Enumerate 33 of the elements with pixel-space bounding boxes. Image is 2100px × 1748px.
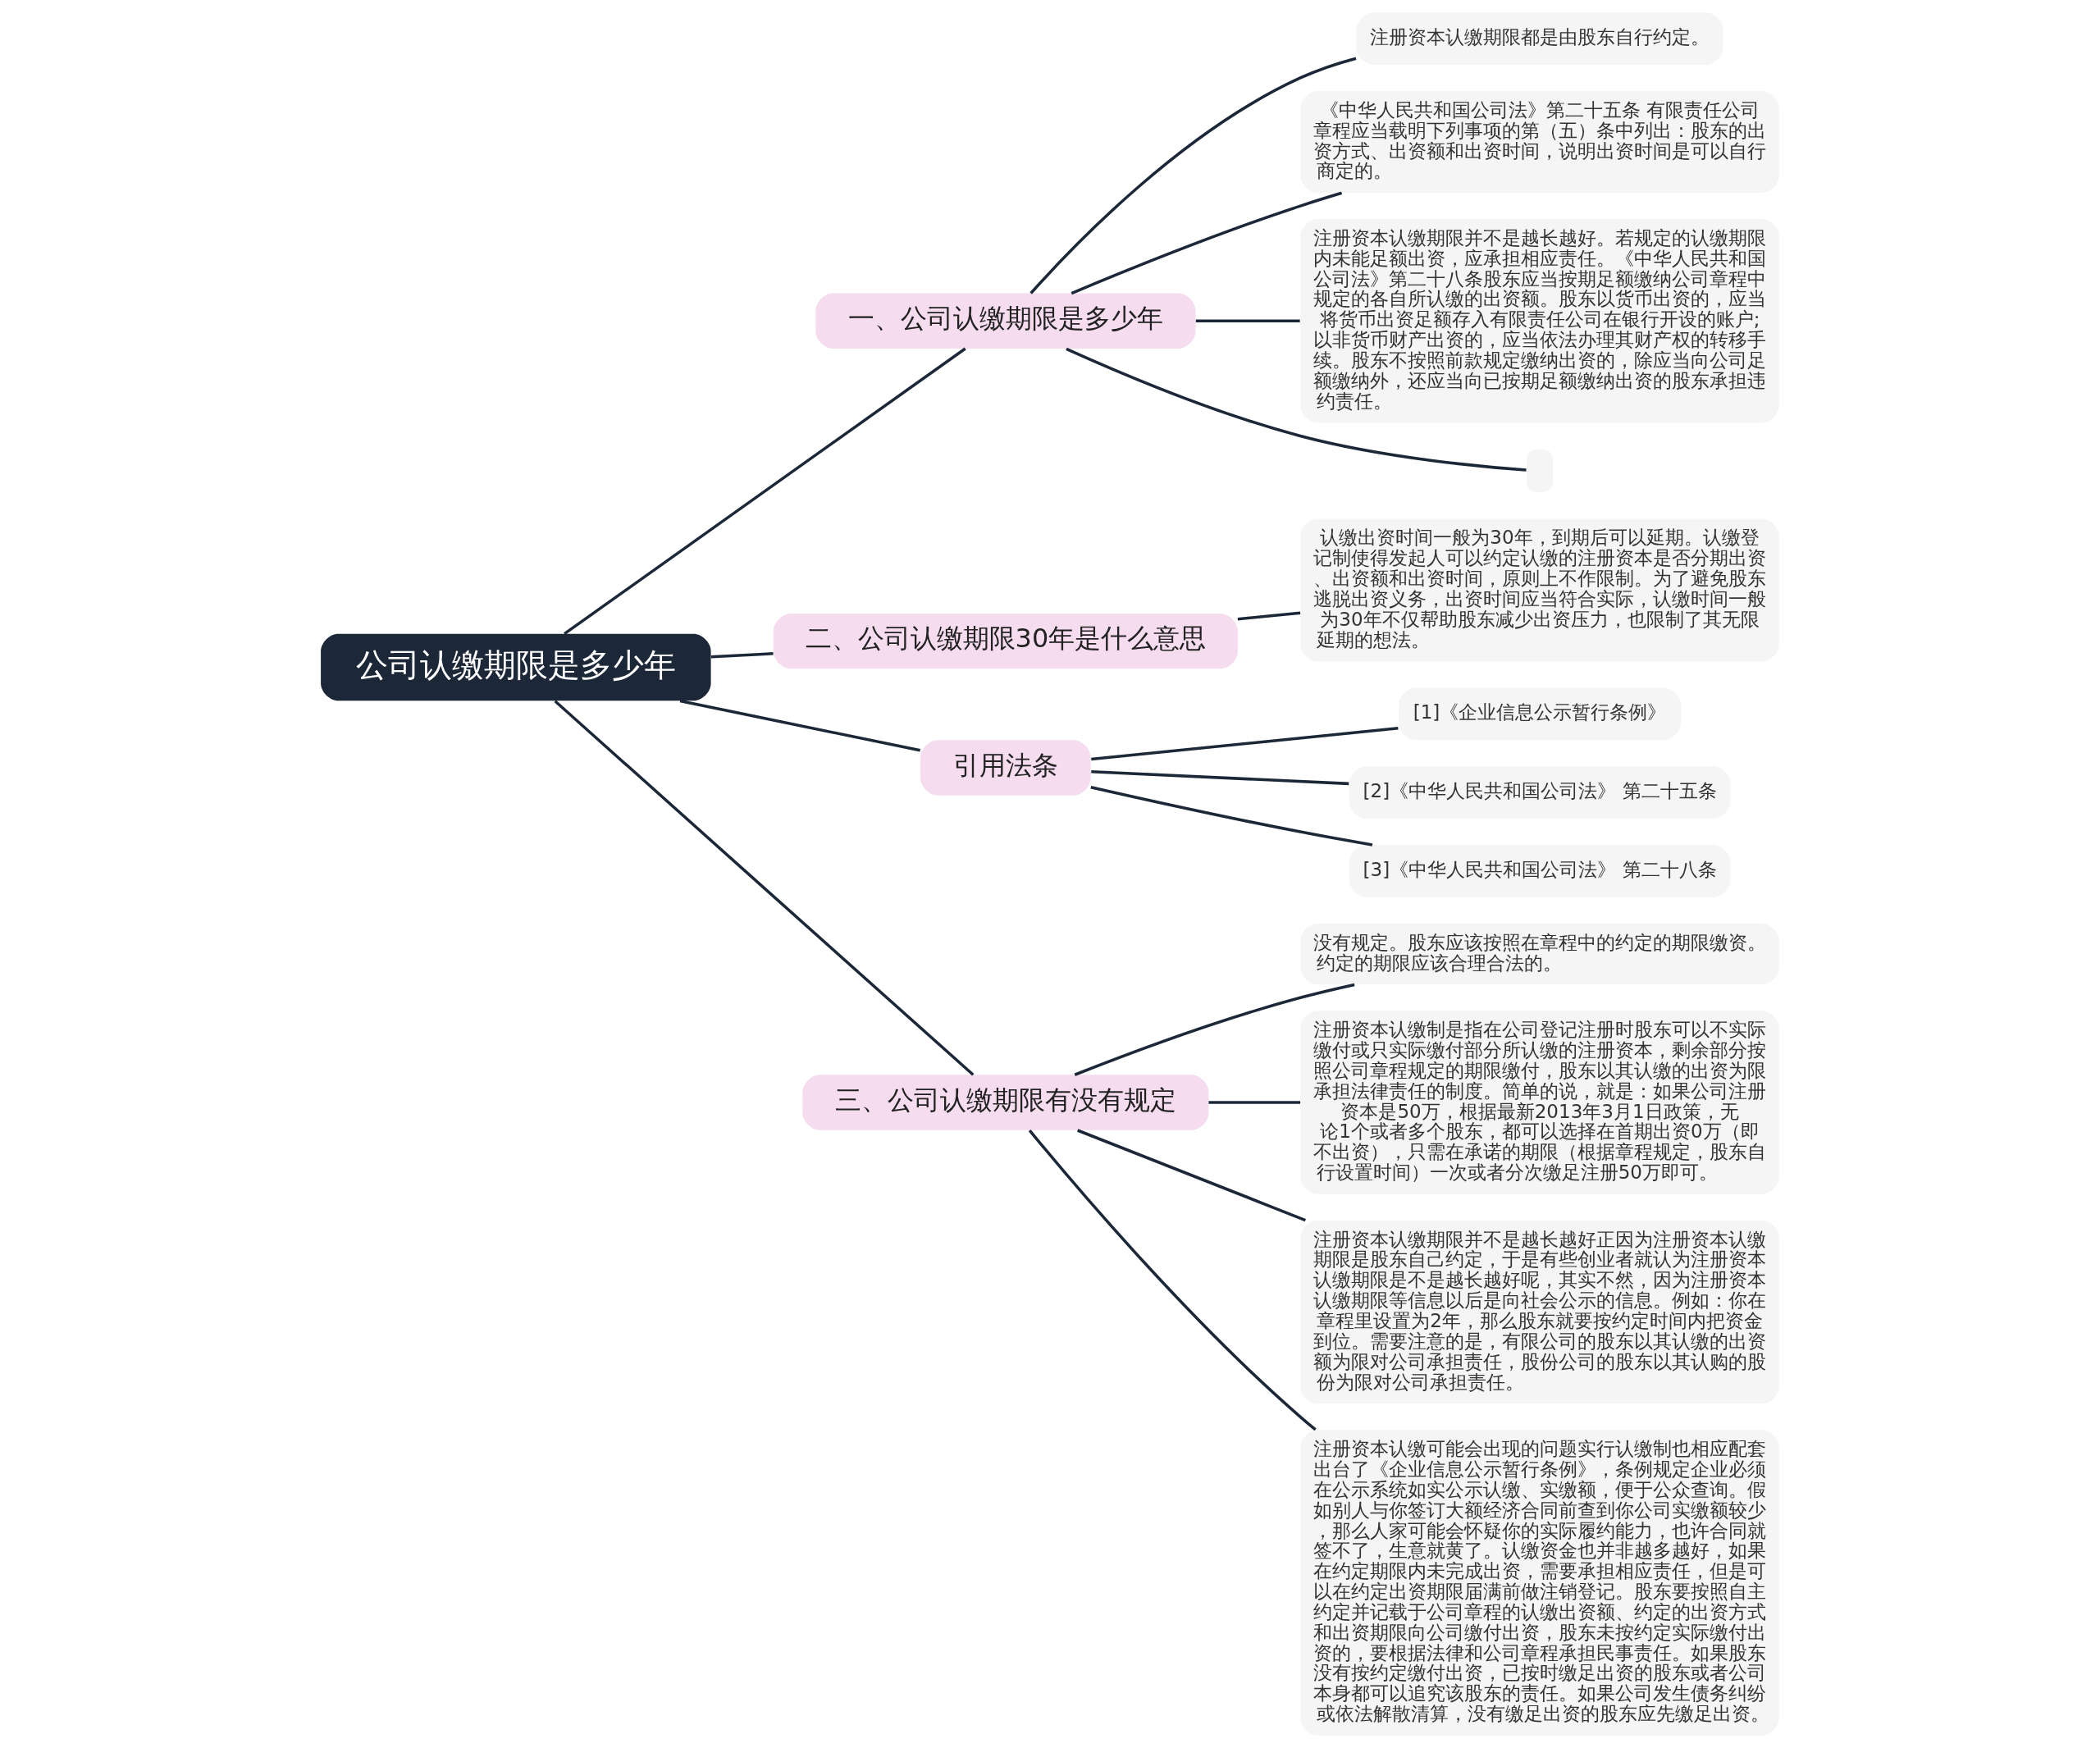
node-box: 注册资本认缴制是指在公司登记注册时股东可以不实际缴付或只实际缴付部分所认缴的注册资本，剩余部分按照公司章程规定的期限缴付，股东以其认缴的出资为限承担法律责任的制度。简单的说，就是：如果公司注册资本是50万，根据最新2013年3月1日政策，无论1个或者多个股东，都可以选择在首期出资0万（即不出资），只需在承诺的期限（根据章程规定，股东自行设置时间）一次或者分次缴足注册50万即可。 xyxy=(1300,1011,1779,1194)
node-box: 公司认缴期限是多少年 xyxy=(321,633,711,701)
connector xyxy=(1195,319,1300,323)
connector xyxy=(1029,57,1357,294)
node-box: 没有规定。股东应该按照在章程中的约定的期限缴资。约定的期限应该合理合法的。 xyxy=(1300,923,1779,985)
connector xyxy=(564,347,966,636)
node-box: [2]《中华人民共和国公司法》 第二十五条 xyxy=(1349,766,1731,819)
node-box: [3]《中华人民共和国公司法》 第二十八条 xyxy=(1349,845,1731,897)
connector xyxy=(1074,983,1355,1076)
connector xyxy=(554,700,975,1076)
node-box: 三、公司认缴期限有没有规定 xyxy=(802,1075,1209,1130)
node-box: 认缴出资时间一般为30年，到期后可以延期。认缴登记制使得发起人可以约定认缴的注册资本是否分期出资、出资额和出资时间，原则上不作限制。为了避免股东逃脱出资义务，出资时间应当符合实际，认缴时间一般为30年不仅帮助股东减少出资压力，也限制了其无限延期的想法。 xyxy=(1300,518,1779,662)
connector xyxy=(710,652,774,659)
connector xyxy=(1077,1129,1306,1222)
connector xyxy=(1071,191,1343,295)
node-box: 注册资本认缴可能会出现的问题实行认缴制也相应配套出台了《企业信息公示暂行条例》，条例规定企业必须在公示系统如实公示认缴、实缴额，便于公众查询。假如别人与你签订大额经济合同前查到你公司实缴额较少，那么人家可能会怀疑你的实际履约能力，也许合同就签不了，生意就黄了。认缴资金也并非越多越好，如果在约定期限内未完成出资，需要承担相应责任，但是可以在约定出资期限届满前做注销登记。股东要按照自主约定并记载于公司章程的认缴出资额、约定的出资方式和出资期限向公司缴付出资，股东未按约定实际缴付出资的，要根据法律和公司章程承担民事责任。如果股东没有按约定缴付出资，已按时缴足出资的股东或者公司本身都可以追究该股东的责任。如果公司发生债务纠纷或依法解散清算，没有缴足出资的股东应先缴足出资。 xyxy=(1300,1430,1779,1736)
connector xyxy=(1066,347,1527,472)
connector xyxy=(679,699,920,752)
connector xyxy=(1208,1101,1301,1104)
node-box: 注册资本认缴期限并不是越长越好。若规定的认缴期限内未能足额出资，应承担相应责任。《中华人民共和国公司法》第二十八条股东应当按期足额缴纳公司章程中规定的各自所认缴的出资额。股东以货币出资的，应当将货币出资足额存入有限责任公司在银行开设的账户;以非货币财产出资的，应当依法办理其财产权的转移手续。股东不按照前款规定缴纳出资的，除应当向公司足额缴纳外，还应当向已按期足额缴纳出资的股东承担违约责任。 xyxy=(1300,219,1779,423)
connector xyxy=(1091,769,1349,786)
node-box: [1]《企业信息公示暂行条例》 xyxy=(1398,687,1682,741)
node-box: 《中华人民共和国公司法》第二十五条 有限责任公司章程应当载明下列事项的第（五）条中列出：股东的出资方式、出资额和出资时间，说明出资时间是可以自行商定的。 xyxy=(1300,90,1779,194)
connector xyxy=(1237,611,1301,621)
node-box: 注册资本认缴期限都是由股东自行约定。 xyxy=(1356,12,1723,65)
node-box xyxy=(1527,450,1553,492)
node-box: 二、公司认缴期限30年是什么意思 xyxy=(773,613,1238,669)
node-box: 注册资本认缴期限并不是越长越好正因为注册资本认缴期限是股东自己约定，于是有些创业者就认为注册资本认缴期限是不是越长越好呢，其实不然，因为注册资本认缴期限等信息以后是向社会公示的信息。例如：你在章程里设置为2年，那么股东就要按约定时间内把资金到位。需要注意的是，有限公司的股东以其认缴的出资额为限对公司承担责任，股份公司的股东以其认购的股份为限对公司承担责任。 xyxy=(1300,1220,1779,1404)
node-box: 引用法条 xyxy=(920,740,1091,796)
node-box: 一、公司认缴期限是多少年 xyxy=(815,293,1196,349)
connector xyxy=(1028,1129,1317,1431)
connector xyxy=(1091,726,1399,761)
connector xyxy=(1090,786,1373,847)
